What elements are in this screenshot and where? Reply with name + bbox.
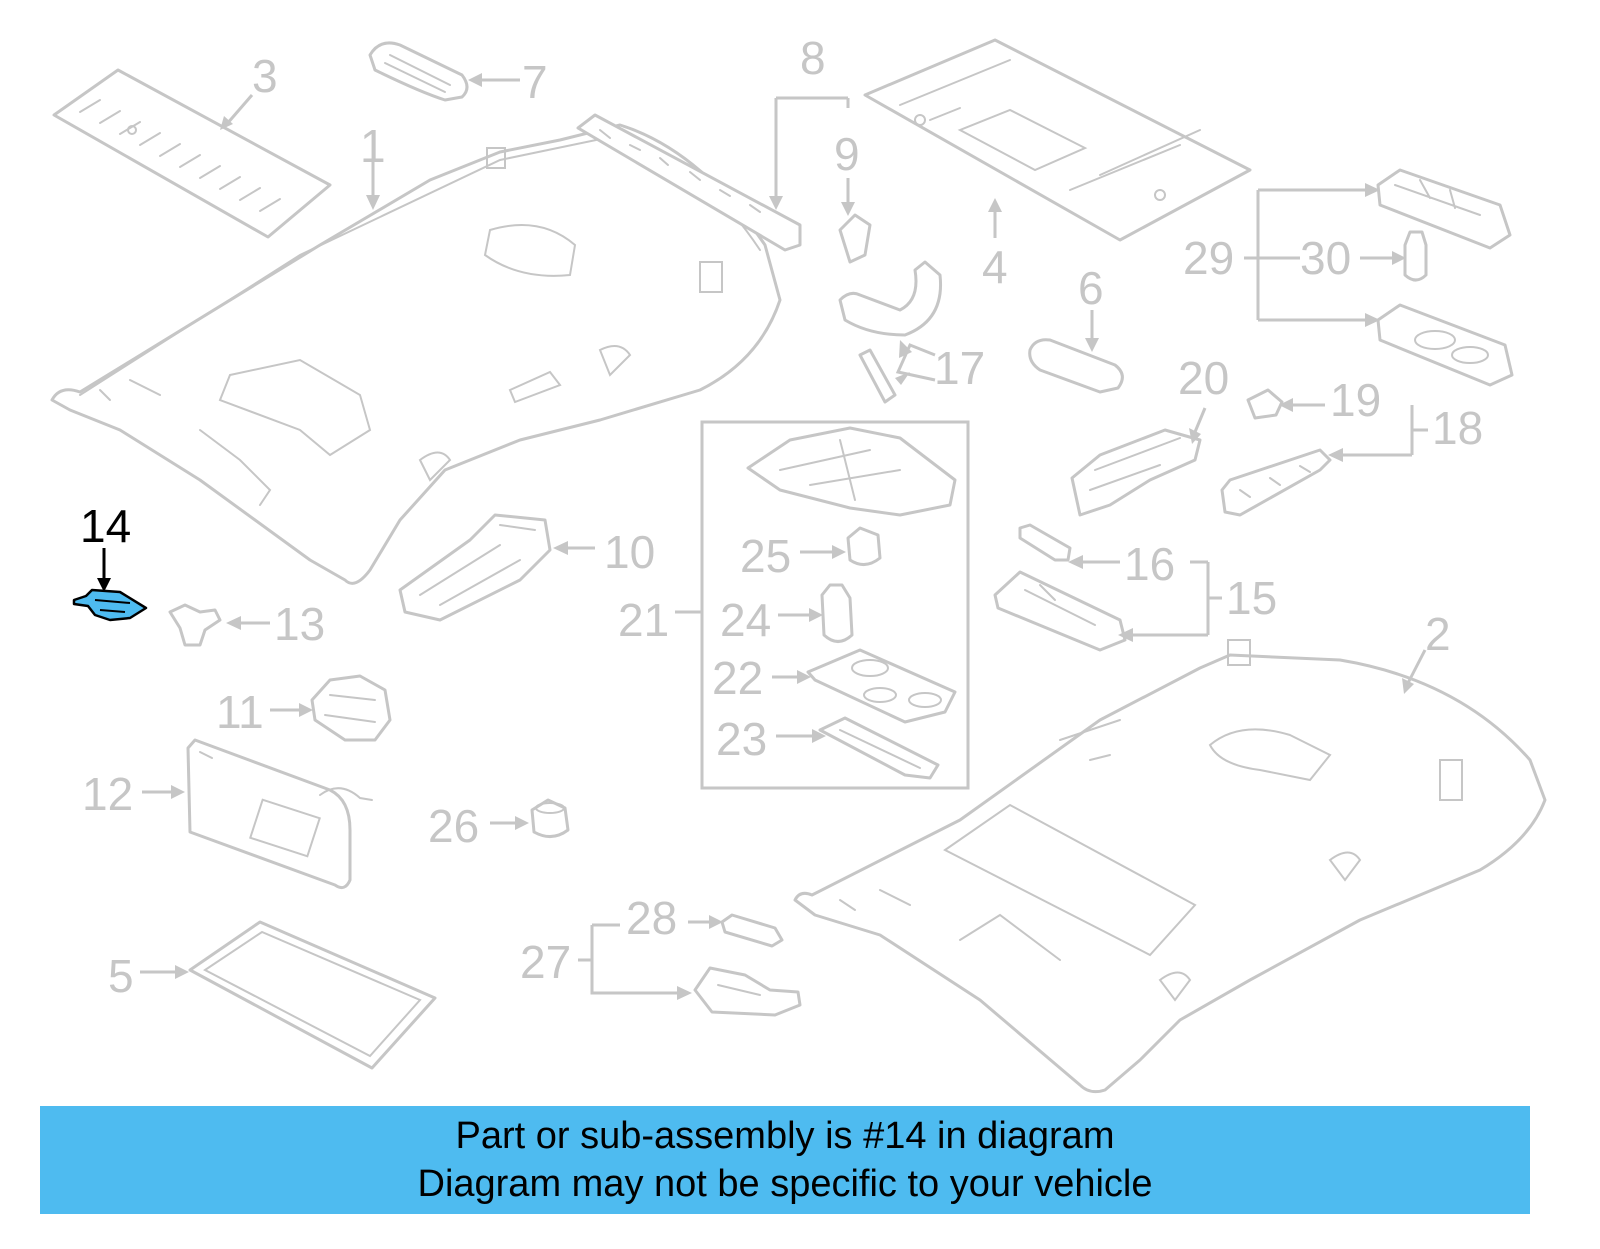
part-5-seal <box>188 920 437 1070</box>
callout-27: 27 <box>520 936 571 988</box>
callout-15: 15 <box>1226 572 1277 624</box>
callout-10: 10 <box>604 526 655 578</box>
callout-8: 8 <box>800 32 826 84</box>
part-11-clip <box>310 674 392 742</box>
part-21-console <box>746 426 957 517</box>
part-7-cover <box>368 41 469 102</box>
part-23-lens <box>818 716 940 780</box>
part-14-highlighted <box>72 548 148 622</box>
part-24-bulb <box>820 583 854 643</box>
part-10-console <box>398 513 552 622</box>
banner-line-1: Part or sub-assembly is #14 in diagram <box>455 1115 1115 1157</box>
part-27-lamp <box>693 966 802 1017</box>
callout-3: 3 <box>252 50 278 102</box>
part-8-strip <box>576 113 802 252</box>
callout-26: 26 <box>428 800 479 852</box>
part-2-headliner <box>793 639 1547 1094</box>
part-17-grab-handle <box>838 260 943 404</box>
part-3-panel <box>52 68 332 239</box>
info-banner: Part or sub-assembly is #14 in diagram D… <box>40 1106 1530 1214</box>
callout-13: 13 <box>274 598 325 650</box>
part-25-switch <box>846 526 882 566</box>
leader-lines <box>140 73 1428 1000</box>
part-19-clip <box>1246 388 1284 420</box>
banner-line-2: Diagram may not be specific to your vehi… <box>417 1163 1153 1205</box>
callout-17: 17 <box>934 342 985 394</box>
callout-20: 20 <box>1178 352 1229 404</box>
part-26-clip <box>530 798 570 838</box>
callout-19: 19 <box>1330 374 1381 426</box>
part-22-lens <box>806 648 957 724</box>
callout-1: 1 <box>360 120 386 172</box>
callout-7: 7 <box>522 56 548 108</box>
part-1-headliner <box>50 123 782 585</box>
callout-12: 12 <box>82 768 133 820</box>
part-30-bulb <box>1403 230 1428 282</box>
part-9-clip <box>838 213 872 264</box>
callout-24: 24 <box>720 594 771 646</box>
part-16-bulb <box>1018 523 1072 562</box>
part-29-console <box>1376 168 1514 387</box>
part-13-clip <box>168 603 222 647</box>
callout-18: 18 <box>1432 402 1483 454</box>
callout-14: 14 <box>80 500 131 552</box>
part-28-bulb <box>720 913 784 948</box>
callout-25: 25 <box>740 530 791 582</box>
part-4-panel <box>863 38 1252 242</box>
callout-29: 29 <box>1183 232 1234 284</box>
callout-6: 6 <box>1078 262 1104 314</box>
callout-21: 21 <box>618 594 669 646</box>
callout-28: 28 <box>626 892 677 944</box>
part-15-lamp <box>993 570 1127 652</box>
callout-16: 16 <box>1124 538 1175 590</box>
part-12-sun-visor <box>186 738 373 890</box>
callout-22: 22 <box>712 652 763 704</box>
part-6-lens <box>1028 338 1124 394</box>
callout-5: 5 <box>108 950 134 1002</box>
callout-30: 30 <box>1300 232 1351 284</box>
callout-23: 23 <box>716 713 767 765</box>
callout-11: 11 <box>216 686 264 738</box>
part-20-bracket <box>1070 428 1202 517</box>
group-21-box <box>700 420 970 790</box>
callout-9: 9 <box>834 128 860 180</box>
callout-4: 4 <box>982 241 1008 293</box>
part-18-bracket <box>1220 448 1332 517</box>
callout-2: 2 <box>1425 608 1451 660</box>
callout-labels: 1 2 3 4 5 6 7 8 9 10 11 12 13 14 15 16 1… <box>80 32 1483 1002</box>
